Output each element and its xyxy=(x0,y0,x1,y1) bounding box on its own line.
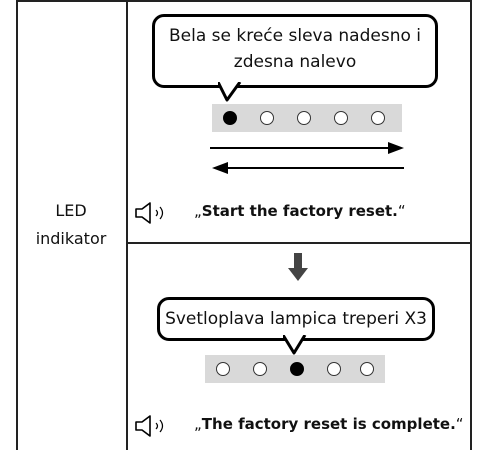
step1-led-2 xyxy=(260,111,274,125)
step1-led-3 xyxy=(297,111,311,125)
speaker-icon xyxy=(135,415,164,437)
step2-close-quote: “ xyxy=(455,415,464,433)
step1-voice-text: Start the factory reset. xyxy=(201,202,398,220)
step1-open-quote: „ xyxy=(194,202,202,220)
step2-open-quote: „ xyxy=(194,415,202,433)
arrow-right-icon xyxy=(210,142,404,154)
step1-led-strip xyxy=(212,104,402,132)
step2-bubble-pointer xyxy=(283,335,307,355)
step2-led-5 xyxy=(360,362,374,376)
step2-voice-text: The factory reset is complete. xyxy=(201,415,456,433)
step1-bubble-pointer xyxy=(218,82,242,102)
step2-speech-bubble: Svetloplava lampica treperi X3 xyxy=(157,297,435,341)
table-top-border xyxy=(16,0,472,2)
arrow-left-icon xyxy=(212,162,404,174)
table-row-divider xyxy=(126,242,471,244)
step2-led-4 xyxy=(327,362,341,376)
speaker-icon xyxy=(135,202,164,224)
step2-bubble-text: Svetloplava lampica treperi X3 xyxy=(165,309,427,329)
table-left-border xyxy=(16,0,18,450)
label-line-1: LED xyxy=(55,201,87,220)
step1-voice-prompt: „ Start the factory reset. “ xyxy=(194,202,406,220)
step1-bubble-line-1: Bela se kreće sleva nadesno i xyxy=(168,26,422,46)
step1-led-4 xyxy=(334,111,348,125)
step2-led-2 xyxy=(253,362,267,376)
step1-speech-bubble: Bela se kreće sleva nadesno i zdesna nal… xyxy=(152,14,438,88)
step1-led-1 xyxy=(223,111,237,125)
led-indicator-label: LED indikator xyxy=(16,0,126,450)
step1-bubble-line-2: zdesna nalevo xyxy=(233,52,357,72)
label-line-2: indikator xyxy=(35,229,107,248)
step2-led-3 xyxy=(290,362,304,376)
table-column-divider xyxy=(126,0,128,450)
step1-close-quote: “ xyxy=(397,202,406,220)
table-right-border xyxy=(470,0,472,450)
step1-led-5 xyxy=(371,111,385,125)
arrow-down-icon xyxy=(288,253,308,281)
step2-led-strip xyxy=(205,355,385,383)
step2-led-1 xyxy=(216,362,230,376)
step2-voice-prompt: „ The factory reset is complete. “ xyxy=(194,415,464,433)
